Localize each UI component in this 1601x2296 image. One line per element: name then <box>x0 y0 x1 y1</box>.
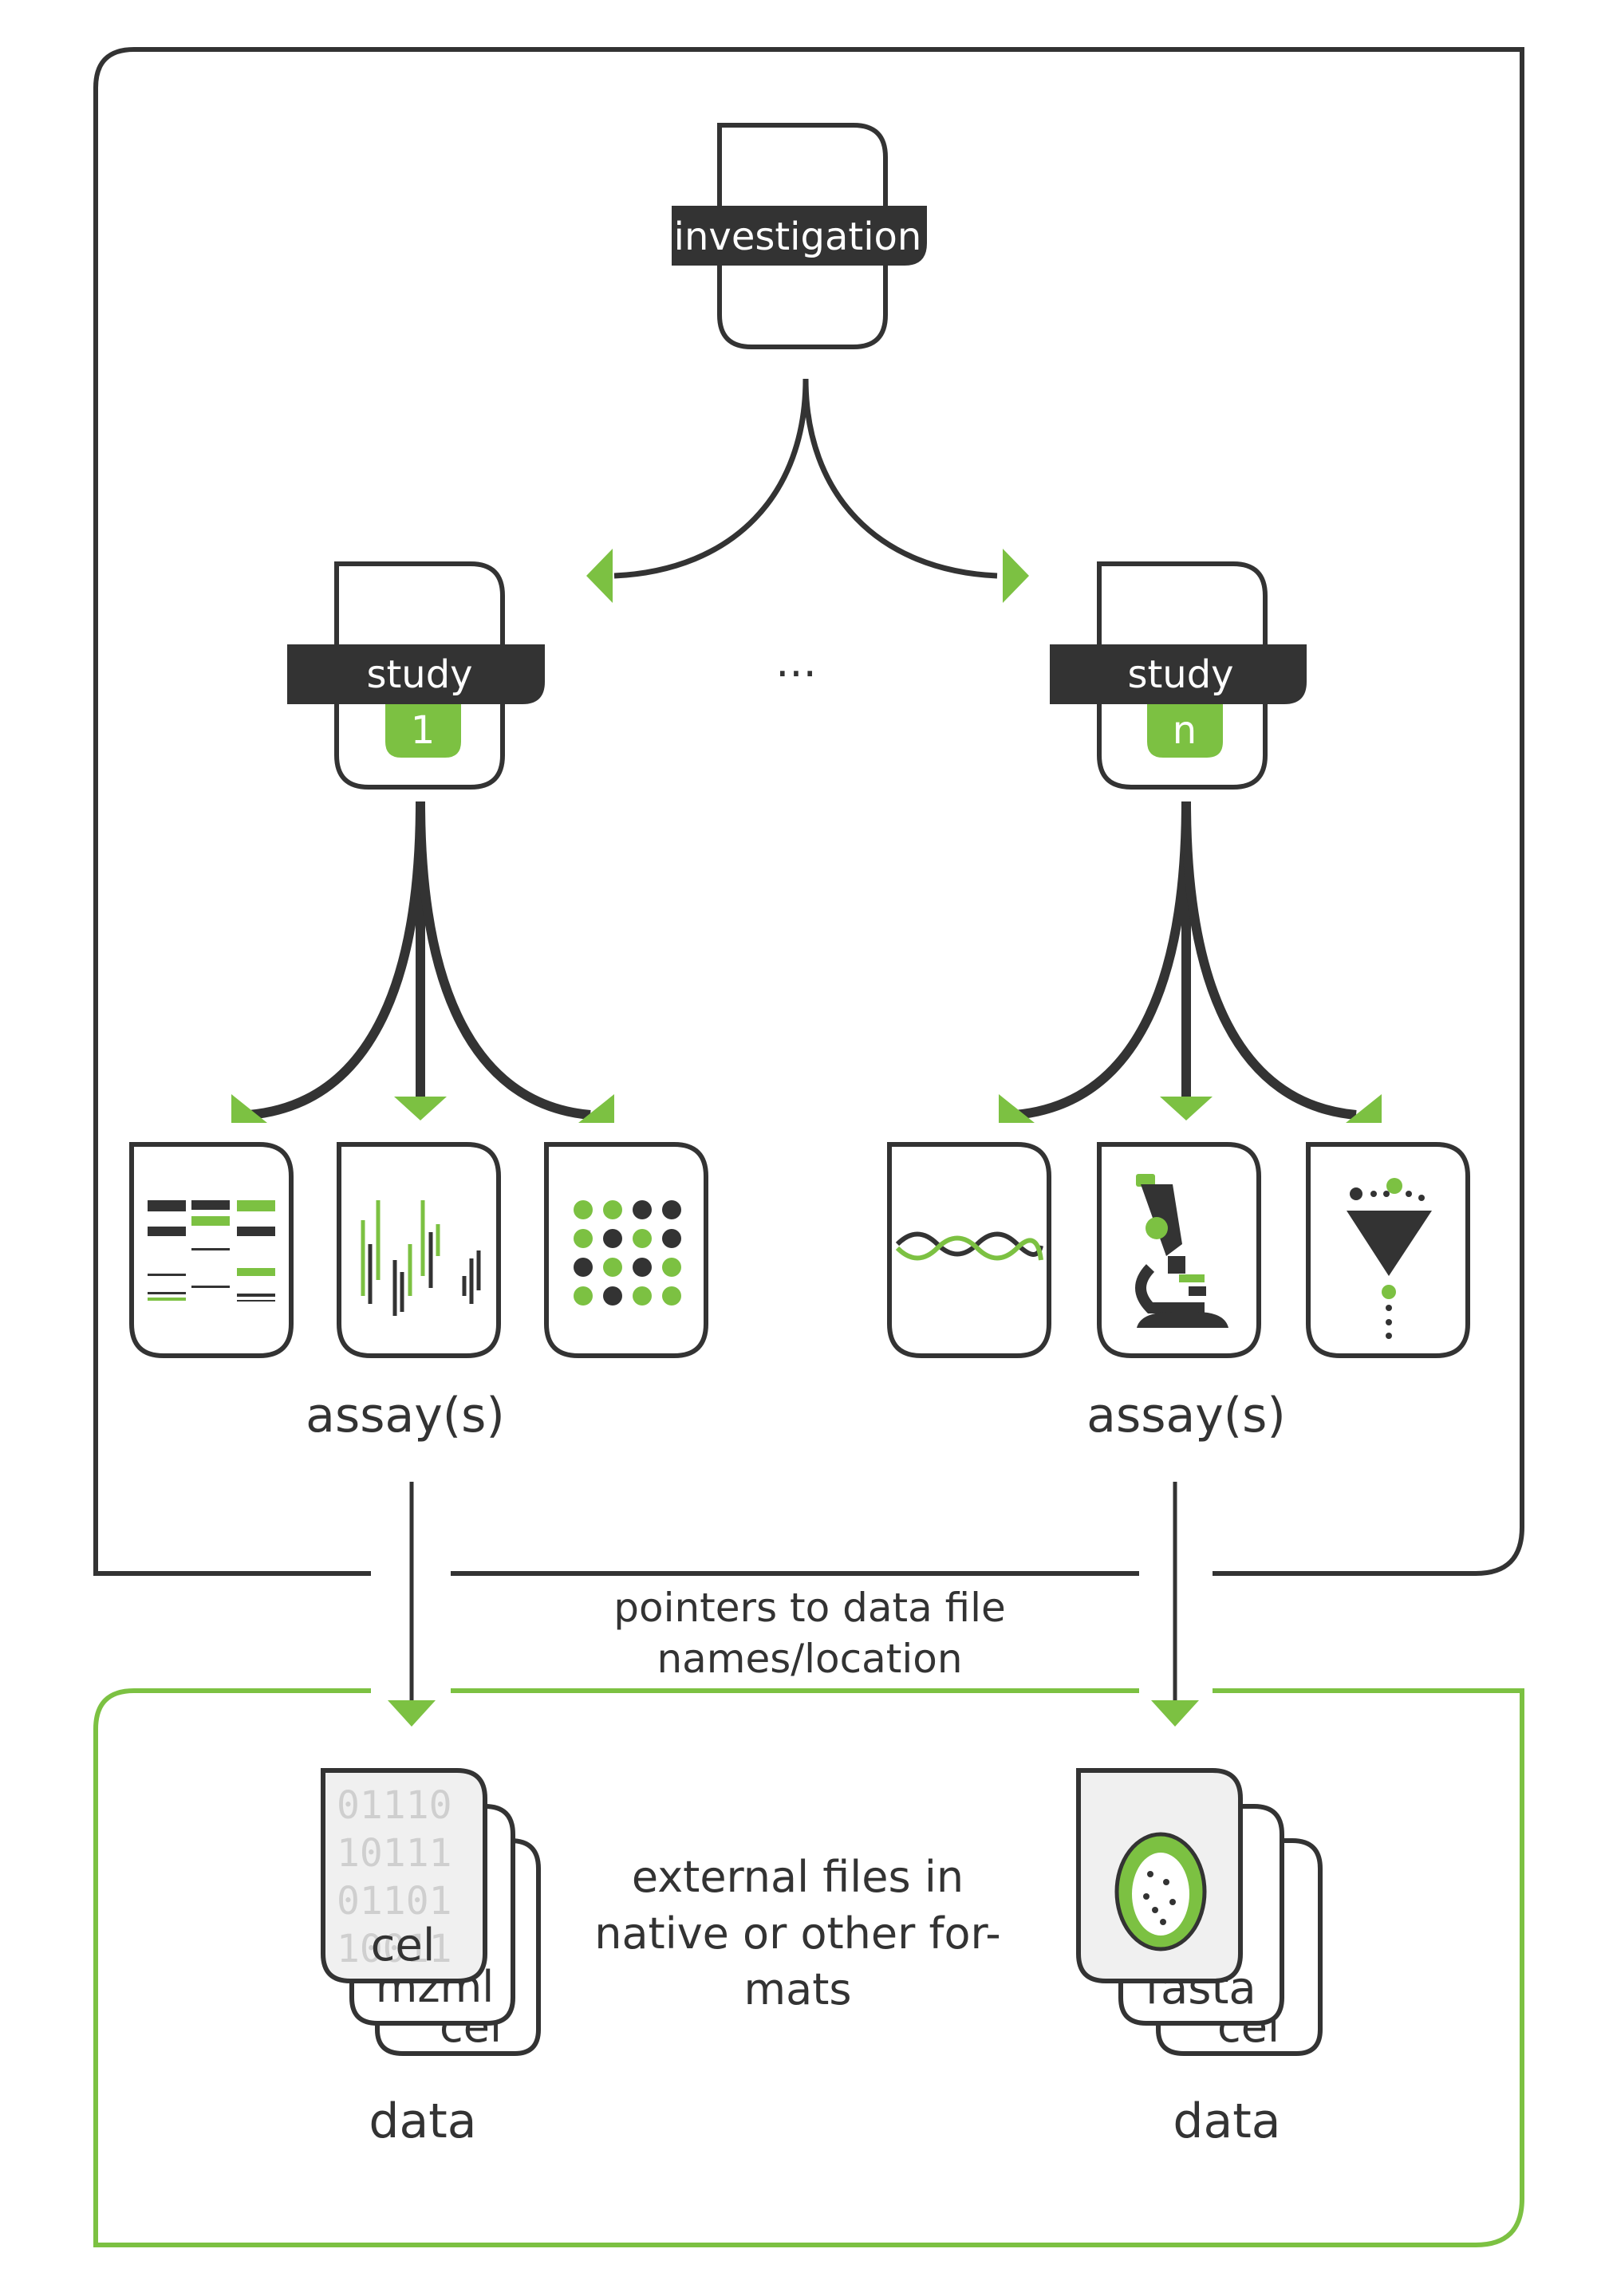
file-front-name: cel <box>371 1920 436 1971</box>
investigation-to-study-n-connector <box>802 378 998 579</box>
arrowhead-assay-3 <box>578 1094 614 1123</box>
data-left-label: data <box>369 2093 476 2149</box>
study-1-tab <box>287 644 545 704</box>
arrowhead-study-n <box>1003 549 1029 603</box>
binary-row-1: 01110 <box>337 1783 452 1828</box>
study-n-tab <box>1050 644 1307 704</box>
study-n-node: study n <box>1050 561 1307 790</box>
data-files-right: cel fasta <box>1076 1768 1323 2056</box>
ellipsis: ... <box>775 636 817 687</box>
investigation-node: investigation <box>672 123 927 349</box>
arrowhead-data-left <box>388 1700 436 1727</box>
external-note-line-1: external files in <box>632 1852 964 1902</box>
arrowhead-assay-4 <box>999 1094 1035 1123</box>
isa-frame <box>93 47 1524 1576</box>
study-n-label: study <box>1127 652 1233 697</box>
arrowhead-assay-6 <box>1346 1094 1382 1123</box>
spectrum-peaks-icon <box>361 1200 481 1316</box>
assay-card-spectrum <box>337 1142 501 1358</box>
external-note-line-3: mats <box>744 1964 852 2014</box>
binary-digits-icon: 01110 10111 01101 10011 <box>337 1783 452 1971</box>
data-frame <box>93 1688 1524 2247</box>
pointer-note-line-2: names/location <box>657 1636 962 1682</box>
arrowhead-study-1 <box>586 549 613 603</box>
study-1-node: study 1 <box>287 561 545 790</box>
dna-wave-icon <box>895 1231 1043 1261</box>
study-1-index-badge <box>385 704 461 758</box>
study-1-index: 1 <box>411 708 436 753</box>
study-1-label: study <box>366 652 472 697</box>
data-right-label: data <box>1173 2093 1280 2149</box>
funnel-icon <box>1347 1178 1432 1339</box>
study-n-index-badge <box>1147 704 1223 758</box>
microarray-dots-icon <box>574 1200 681 1306</box>
external-note-line-2: native or other for- <box>594 1908 1001 1959</box>
arrowhead-assay-5 <box>1160 1097 1213 1120</box>
arrowhead-assay-2 <box>394 1097 447 1120</box>
cell-icon <box>1114 1832 1207 1951</box>
data-files-left: cel mzml 01110 10111 01101 10011 cel <box>321 1768 541 2056</box>
study-n-to-assays-connectors <box>1014 801 1357 1120</box>
binary-row-4: 10011 <box>337 1927 452 1971</box>
assay-card-sequence <box>887 1142 1051 1358</box>
file-card-front <box>321 1768 487 1983</box>
pointer-note-line-1: pointers to data file <box>613 1585 1006 1631</box>
microscope-icon <box>1135 1174 1228 1328</box>
study-1-to-assays-connectors <box>248 801 591 1120</box>
study-n-index: n <box>1173 708 1197 753</box>
assay-card-microscopy <box>1097 1142 1261 1358</box>
assay-card-gel <box>129 1142 294 1358</box>
binary-row-3: 01101 <box>337 1879 452 1924</box>
assays-left-label: assay(s) <box>306 1388 505 1443</box>
arrowhead-data-right <box>1151 1700 1199 1727</box>
investigation-to-study-1-connector <box>613 378 809 579</box>
investigation-tab <box>672 206 927 266</box>
investigation-label: investigation <box>674 215 922 259</box>
assays-right-label: assay(s) <box>1086 1388 1286 1443</box>
assay-card-microarray <box>544 1142 708 1358</box>
binary-row-2: 10111 <box>337 1831 452 1876</box>
gel-bands-icon <box>148 1200 275 1302</box>
arrowhead-assay-1 <box>231 1094 267 1123</box>
assay-card-filter <box>1306 1142 1470 1358</box>
